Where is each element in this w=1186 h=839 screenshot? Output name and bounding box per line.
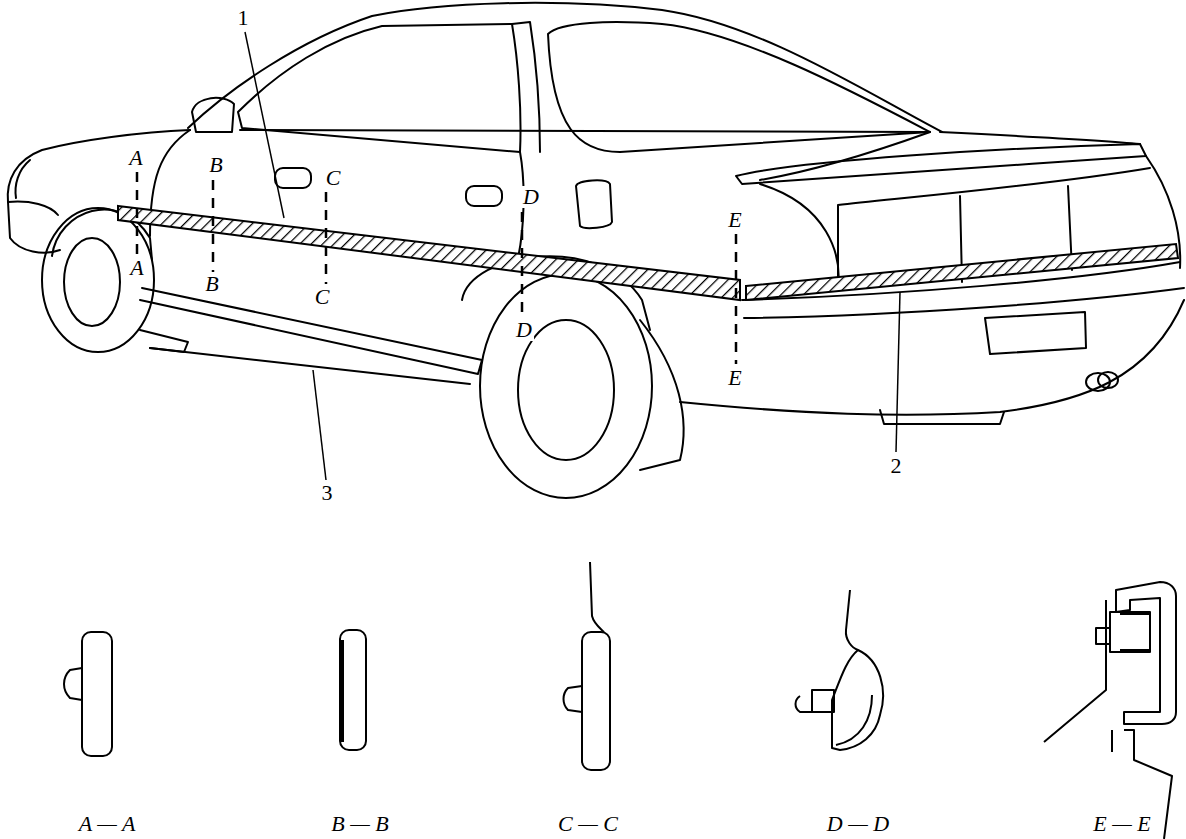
bumper-molding: [746, 244, 1178, 300]
bumper-line: [8, 202, 58, 215]
section-e-panel: [1044, 600, 1106, 742]
section-line: [325, 192, 328, 284]
rear-mudguard: [640, 320, 684, 470]
section-mark: E: [726, 367, 743, 389]
mirror: [192, 98, 234, 132]
fuel-door: [576, 180, 612, 228]
callout-number: 1: [236, 7, 251, 29]
section-title: D — D: [825, 813, 891, 835]
front-window: [238, 24, 521, 152]
section-e-clip: [1096, 614, 1150, 650]
underbody: [880, 410, 1004, 424]
section-d-nut: [796, 690, 835, 712]
section-mark: B: [203, 273, 220, 295]
section-line: [735, 234, 738, 364]
section-title: A — A: [77, 813, 138, 835]
exhaust: [1098, 372, 1118, 388]
section-c: [582, 632, 610, 770]
section-d: [832, 650, 883, 750]
side-molding: [118, 206, 740, 300]
section-title: E — E: [1091, 813, 1152, 835]
section-c-clip: [564, 686, 583, 712]
section-title: C — C: [556, 813, 620, 835]
section-d-inner: [836, 695, 872, 745]
section-mark: A: [127, 147, 144, 169]
section-title: B — B: [329, 813, 390, 835]
b-pillar: [512, 22, 540, 152]
section-a-clip: [64, 668, 82, 700]
quarter-line: [760, 184, 839, 288]
section-mark: C: [313, 286, 332, 308]
section-mark: C: [324, 167, 343, 189]
section-mark: D: [521, 186, 541, 208]
section-c-panel: [590, 562, 604, 632]
callout-number: 3: [320, 482, 335, 504]
section-d-panel: [846, 590, 858, 650]
leader-line: [245, 32, 284, 218]
door-handle: [275, 168, 311, 188]
headlamp: [16, 160, 30, 198]
section-line: [212, 180, 215, 272]
callout-number: 2: [889, 455, 904, 477]
door-handle: [466, 186, 502, 206]
section-a: [82, 632, 112, 756]
section-line: [521, 212, 524, 316]
rear-wheel: [480, 274, 652, 498]
section-b-tape: [340, 640, 344, 742]
section-mark: A: [128, 257, 145, 279]
front-hub: [64, 238, 120, 326]
section-line: [136, 172, 139, 256]
sill-line: [150, 348, 470, 384]
section-e-molding: [1110, 612, 1150, 652]
section-b: [340, 630, 366, 750]
belt-line: [240, 130, 930, 180]
trunk-lid: [940, 132, 1140, 144]
leader-line: [313, 370, 326, 480]
section-mark: B: [207, 154, 224, 176]
section-mark: E: [726, 209, 743, 231]
rocker-molding: [140, 288, 482, 374]
rear-hub: [518, 320, 614, 460]
front-end: [8, 130, 190, 253]
leader-line: [896, 292, 900, 452]
license-plate: [985, 312, 1086, 354]
section-mark: D: [514, 319, 534, 341]
roof-line: [188, 3, 942, 132]
